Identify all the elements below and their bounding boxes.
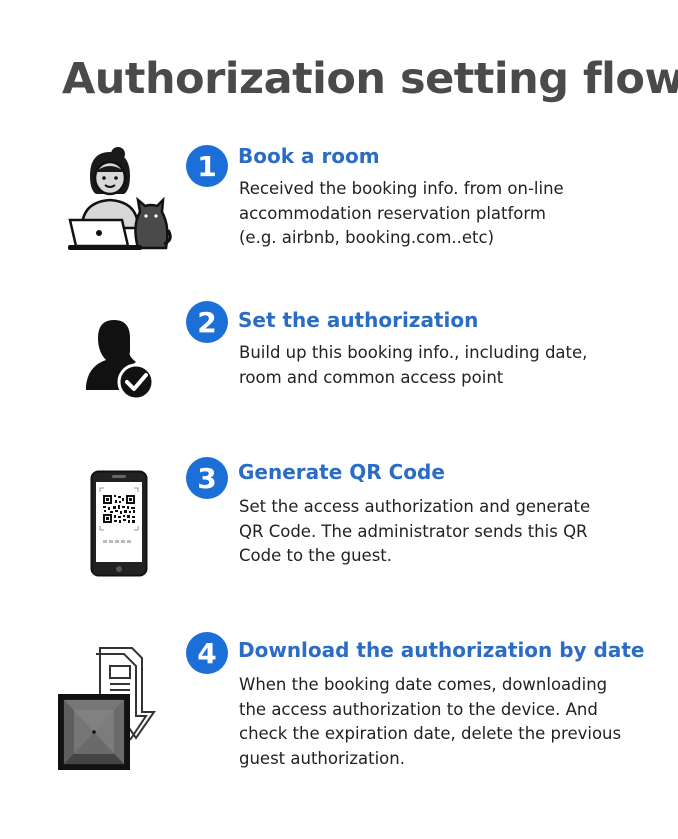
step-number-badge: 2 (186, 301, 228, 343)
description-line: (e.g. airbnb, booking.com..etc) (239, 228, 495, 247)
person-laptop-cat-icon (68, 147, 172, 250)
description-line: the access authorization to the device. … (239, 699, 598, 719)
description-line: accommodation reservation platform (239, 203, 546, 223)
user-check-icon (86, 320, 155, 401)
step-description: Received the booking info. from on-line … (239, 177, 564, 251)
description-line: room and common access point (239, 367, 504, 387)
description-line: When the booking date comes, downloading (239, 675, 608, 694)
description-line: Build up this booking info., including d… (239, 343, 588, 362)
step-description: Build up this booking info., including d… (239, 341, 587, 390)
description-line: guest authorization. (239, 748, 405, 768)
page-title: Authorization setting flow (62, 54, 678, 104)
description-line: check the expiration date, delete the pr… (239, 724, 622, 743)
step-title: Set the authorization (238, 308, 479, 332)
step-title: Generate QR Code (238, 460, 445, 484)
description-line: Set the access authorization and generat… (239, 497, 591, 516)
step-description: Set the access authorization and generat… (239, 495, 590, 569)
step-number-badge: 4 (186, 632, 228, 674)
step-number-badge: 1 (186, 145, 228, 187)
description-line: Received the booking info. from on-line (239, 179, 564, 198)
reader-download-icon (58, 647, 156, 770)
phone-qr-code-icon (90, 470, 148, 577)
step-description: When the booking date comes, downloading… (239, 673, 621, 771)
description-line: QR Code. The administrator sends this QR (239, 521, 588, 541)
step-title: Download the authorization by date (238, 638, 645, 662)
description-line: Code to the guest. (239, 546, 393, 565)
step-title: Book a room (238, 144, 380, 168)
step-number-badge: 3 (186, 457, 228, 499)
